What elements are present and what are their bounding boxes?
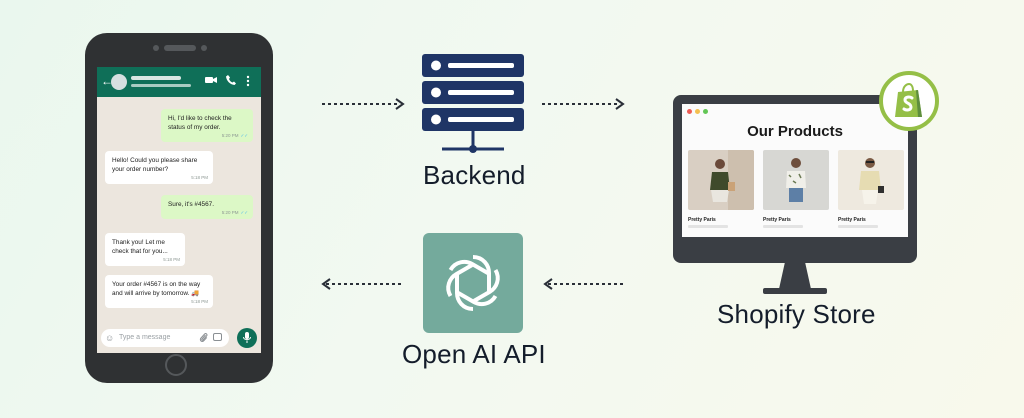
product-card[interactable]: Pretty Paris [688,150,754,228]
arrow-phone-to-backend [322,98,405,110]
camera-icon[interactable] [213,333,222,341]
product-card[interactable]: Pretty Paris [838,150,904,228]
message-text: Hello! Could you please share your order… [112,157,198,173]
product-image [763,150,829,210]
openai-tile [423,233,523,333]
mic-icon [243,332,251,343]
product-price-placeholder [688,225,728,228]
arrow-backend-to-store [542,98,625,110]
message-time: 5:20 PM [221,133,239,138]
chat-message: Your order #4567 is on the way and will … [105,275,213,308]
window-maximize-icon [703,109,708,114]
read-ticks-icon: ✓✓ [240,210,248,215]
whatsapp-screen: ← Hi, I'd like to check the status of my… [97,67,261,353]
arrow-store-to-openai [543,278,626,290]
product-price-placeholder [763,225,803,228]
message-time: 5:18 PM [191,299,208,304]
contact-status-placeholder [131,84,191,87]
home-button [165,354,187,376]
openai-logo-icon [446,255,500,311]
product-card[interactable]: Pretty Paris [763,150,829,228]
product-name: Pretty Paris [763,217,791,223]
video-call-icon[interactable] [205,75,217,89]
message-input-placeholder: Type a message [119,334,171,341]
message-time: 5:18 PM [163,257,180,262]
back-arrow-icon[interactable]: ← [101,74,113,88]
message-text: Hi, I'd like to check the status of my o… [168,115,232,131]
openai-label: Open AI API [402,339,546,369]
message-text: Your order #4567 is on the way and will … [112,281,201,297]
message-text: Sure, it's #4567. [168,201,214,208]
product-name: Pretty Paris [688,217,716,223]
product-name: Pretty Paris [838,217,866,223]
mic-button[interactable] [237,328,257,348]
message-input[interactable]: ☺ Type a message [101,329,229,347]
store-window: Our Products Pretty Paris Pretty Paris [682,104,908,237]
monitor-base [763,288,827,294]
message-text: Thank you! Let me check that for you... [112,239,168,255]
phone-camera [153,45,159,51]
window-close-icon [687,109,692,114]
product-image [688,150,754,210]
shopify-badge [879,71,939,131]
attach-icon[interactable] [199,332,208,346]
emoji-icon[interactable]: ☺ [105,333,115,343]
monitor-stand [779,263,811,289]
backend-label: Backend [423,160,526,190]
avatar[interactable] [111,74,127,90]
server-rack-icon [422,54,524,153]
shopify-bag-icon [895,83,922,117]
message-time: 5:20 PM [221,210,239,215]
window-minimize-icon [695,109,700,114]
smartphone: ← Hi, I'd like to check the status of my… [85,33,273,383]
desktop-monitor: Our Products Pretty Paris Pretty Paris [673,95,917,263]
chat-message: Hello! Could you please share your order… [105,151,213,184]
product-price-placeholder [838,225,878,228]
phone-sensor [201,45,207,51]
store-title: Our Products [747,123,843,140]
phone-call-icon[interactable] [226,75,236,89]
product-image [838,150,904,210]
arrow-openai-to-phone [321,278,404,290]
chat-message: Hi, I'd like to check the status of my o… [161,109,253,142]
chat-message: Thank you! Let me check that for you... … [105,233,185,266]
message-time: 5:18 PM [191,175,208,180]
read-ticks-icon: ✓✓ [240,133,248,138]
chat-header: ← [97,67,261,97]
phone-speaker [164,45,196,51]
shopify-label: Shopify Store [717,299,876,329]
more-options-icon[interactable] [246,75,250,91]
contact-name-placeholder [131,76,181,80]
chat-message: Sure, it's #4567. 5:20 PM✓✓ [161,195,253,219]
